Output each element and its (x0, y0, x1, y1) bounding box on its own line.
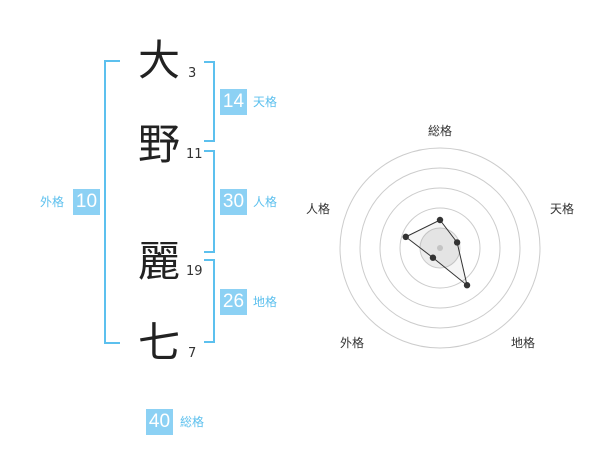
gaikaku-label: 外格 (40, 195, 65, 209)
name-char-3: 麗 (137, 237, 180, 286)
radar-ring (379, 187, 501, 309)
soukaku-label: 総格 (180, 415, 205, 429)
radar-polygon (404, 219, 468, 287)
stroke-count-4: 7 (188, 346, 197, 361)
tenkaku-bracket (204, 61, 215, 142)
radar-chart (339, 147, 541, 349)
name-char-1: 大 (137, 36, 180, 85)
stroke-count-1: 3 (188, 66, 197, 81)
radar-ring (339, 147, 541, 349)
tenkaku-label: 天格 (253, 95, 278, 109)
radar-point-gai (429, 254, 437, 261)
radar-center-dot (437, 245, 443, 251)
gaikaku-score: 10 (73, 189, 100, 215)
chikaku-label: 地格 (253, 295, 278, 309)
name-char-4: 七 (137, 318, 180, 367)
radar-point-ten (453, 239, 461, 246)
radar-label-tenkaku: 天格 (550, 202, 575, 216)
name-char-2: 野 (137, 120, 180, 169)
radar-point-jin (402, 233, 409, 241)
stroke-count-2: 11 (186, 147, 203, 162)
jinkaku-label: 人格 (253, 195, 278, 209)
radar-label-gaikaku: 外格 (340, 336, 365, 350)
gaikaku-bracket (104, 60, 120, 344)
radar-label-soukaku: 総格 (428, 124, 453, 138)
soukaku-score: 40 (146, 409, 173, 435)
radar-label-jinkaku: 人格 (306, 202, 331, 216)
radar-ring (399, 207, 481, 289)
stroke-count-3: 19 (186, 264, 203, 279)
chikaku-bracket (204, 259, 215, 343)
tenkaku-score: 14 (220, 89, 247, 115)
radar-label-chikaku: 地格 (511, 336, 536, 350)
radar-point-chi (463, 282, 471, 289)
chikaku-score: 26 (220, 289, 247, 315)
jinkaku-score: 30 (220, 189, 247, 215)
radar-point-sou (436, 216, 444, 224)
jinkaku-bracket (204, 150, 215, 253)
radar-ring (359, 167, 521, 329)
